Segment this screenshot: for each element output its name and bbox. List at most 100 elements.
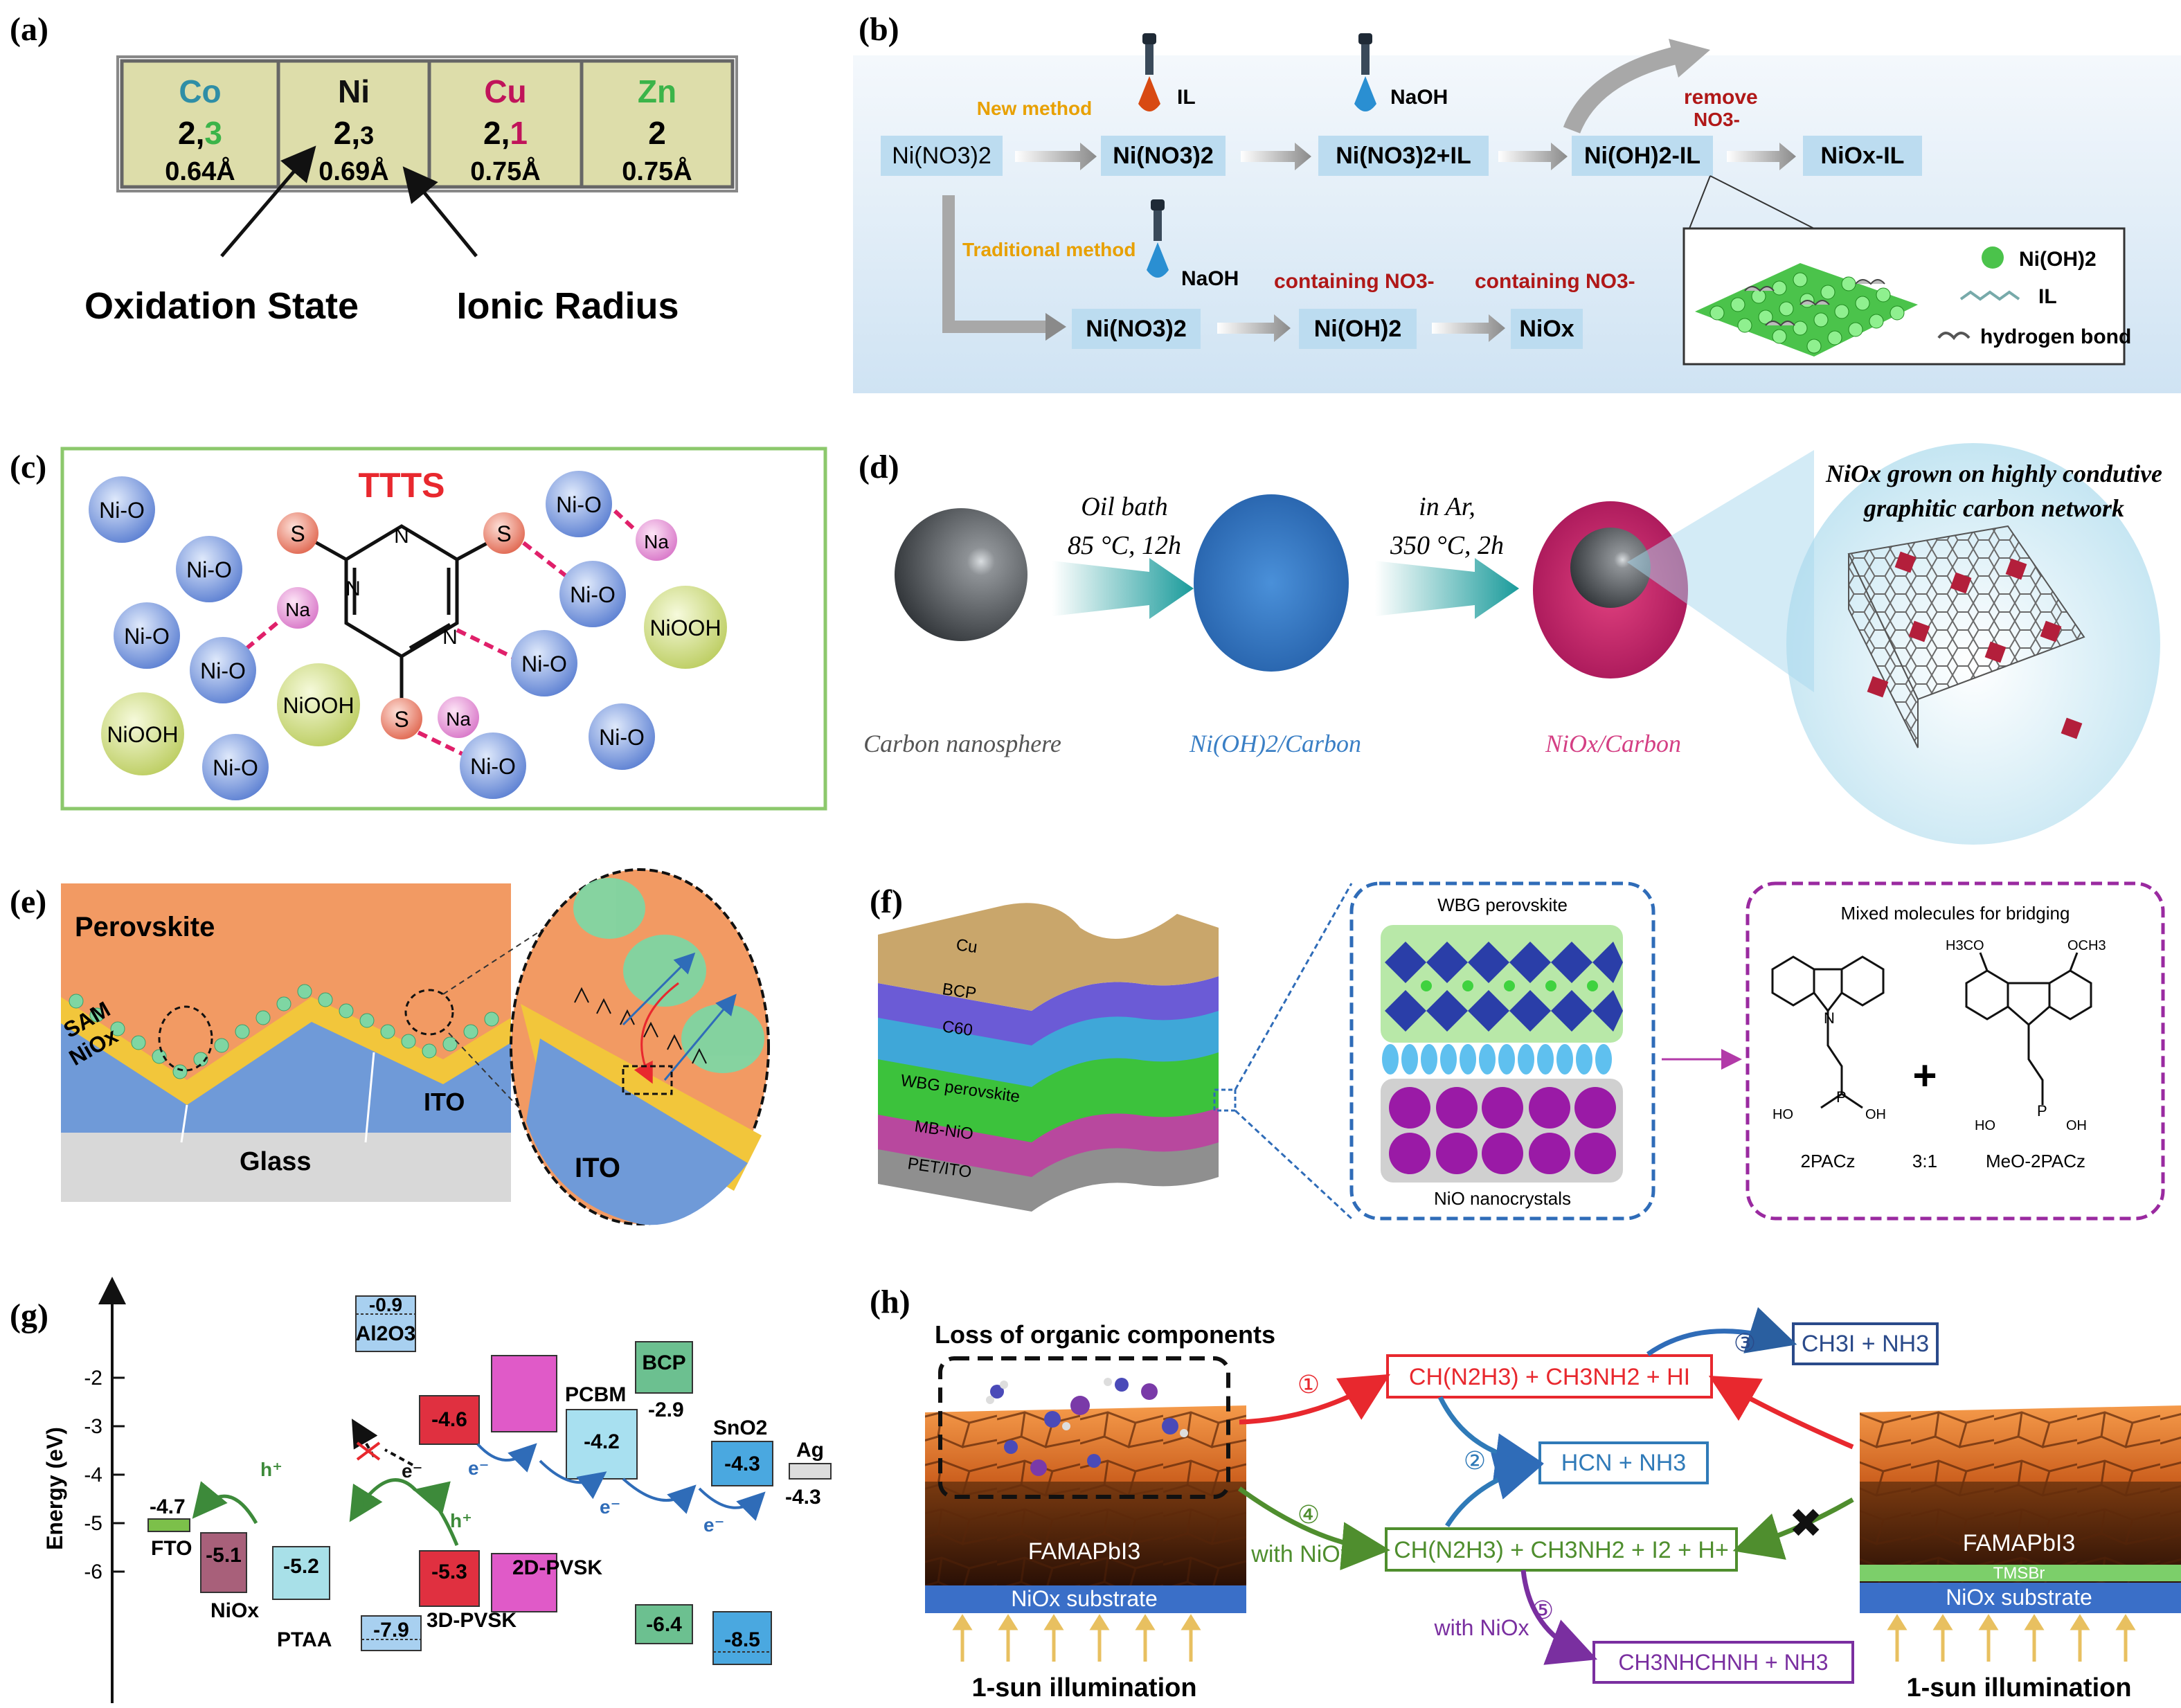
sno2-value: -4.3 — [724, 1453, 760, 1475]
dropper-icon — [1138, 33, 1160, 111]
arrow-3 — [1646, 1306, 1797, 1356]
nio-label: Ni-O — [200, 658, 246, 683]
sulfur-atom — [277, 512, 318, 554]
carbon-nanosphere — [895, 508, 1027, 641]
nio-label: Ni-O — [124, 624, 170, 649]
periodic-cells: Co Ni Cu Zn 2,3 2,3 2,1 2 0.64Å 0.69Å 0.… — [116, 55, 738, 192]
arrow — [1052, 558, 1194, 619]
nio-sphere — [190, 637, 256, 703]
cell-states: 2, — [178, 115, 204, 151]
dropper-icon — [1354, 33, 1376, 111]
pcbm-box — [566, 1409, 638, 1480]
mol-2pacz: 2PACz — [1801, 1151, 1856, 1171]
cell-states-alt: 1 — [510, 115, 528, 151]
oh-label: OH — [2066, 1118, 2087, 1133]
svg-text:2,3: 2,3 — [178, 115, 222, 151]
top-box-1 — [1101, 136, 1226, 176]
3d-pvsk-box — [419, 1395, 480, 1445]
cell-zn — [580, 59, 735, 189]
arrow — [1015, 143, 1097, 170]
sno2-homo-box — [712, 1611, 772, 1665]
with-niox-1: with NiOx — [1250, 1541, 1352, 1567]
zoom-ito-label: ITO — [575, 1153, 620, 1183]
nio-sphere — [589, 703, 655, 770]
nio-label: Ni-O — [470, 754, 516, 779]
fto-box — [147, 1518, 190, 1532]
tick-label: -6 — [84, 1561, 102, 1583]
y-axis-label: Energy (eV) — [42, 1427, 67, 1550]
zoom-ito — [526, 1039, 748, 1225]
reaction-1: CH(N2H3) + CH3NH2 + HI — [1409, 1364, 1690, 1390]
s-label: S — [290, 521, 305, 546]
device-stack — [878, 903, 1219, 1212]
top-label-3: Ni(OH)2-IL — [1584, 143, 1700, 169]
arrow — [1727, 143, 1796, 170]
bcp-homo-box — [635, 1604, 693, 1644]
tmsbr-layer — [1860, 1565, 2181, 1581]
nio-nc-label: NiO nanocrystals — [1434, 1188, 1571, 1209]
arrow-right-1 — [1708, 1376, 1854, 1450]
panel-d-label: (d) — [859, 449, 899, 485]
start-label: Ni(NO3)2 — [892, 143, 991, 169]
nioh-carbon-sphere — [1194, 494, 1349, 672]
niooh-sphere — [277, 663, 360, 746]
ho-label: HO — [1975, 1118, 1995, 1133]
ag-name: Ag — [796, 1439, 824, 1462]
panel-a-label: (a) — [10, 11, 48, 48]
ionic-radius-label: Ionic Radius — [456, 285, 679, 327]
bottom-label-1: Ni(NO3)2 — [1086, 316, 1186, 342]
dropper-icon — [1147, 199, 1169, 278]
oil-bath-cond: 85 °C, 12h — [1068, 531, 1181, 560]
cell-states-alt: 3 — [204, 115, 222, 151]
panel-h: (h) Loss of organic components FAMAPbI3 … — [870, 1284, 2181, 1702]
substrate-label: NiOx substrate — [1011, 1586, 1158, 1611]
arrow-1 — [1239, 1374, 1390, 1425]
containing-label-1: containing NO3- — [1274, 270, 1435, 293]
legend-hbond: hydrogen bond — [1980, 325, 2131, 348]
tick-label: -5 — [84, 1512, 102, 1535]
niooh-label: NiOOH — [649, 615, 721, 640]
tick-label: -4 — [84, 1464, 102, 1486]
containing-label-2: containing NO3- — [1475, 270, 1635, 293]
wbg-label: WBG perovskite — [1437, 895, 1568, 915]
bcp-homo: -6.4 — [646, 1613, 682, 1636]
ring-n: N — [345, 577, 361, 600]
3d-lumo-value: -4.6 — [431, 1408, 467, 1431]
ar-label: in Ar, — [1419, 492, 1475, 521]
cell-radius: 0.75Å — [622, 156, 692, 186]
il-label: IL — [1177, 86, 1196, 109]
niooh-sphere — [644, 586, 727, 669]
mixed-label: Mixed molecules for bridging — [1841, 903, 2070, 924]
eminus-label: e⁻ — [703, 1514, 724, 1536]
cell-states-alt: 3 — [360, 121, 374, 150]
nio-label: Ni-O — [556, 492, 602, 517]
panel-c-label: (c) — [10, 449, 46, 485]
il-legend-icon — [1959, 290, 2020, 301]
n-label: N — [1824, 1009, 1835, 1027]
nio-sphere — [559, 561, 626, 627]
arrow-5 — [1520, 1570, 1598, 1665]
step-1: ① — [1298, 1370, 1320, 1399]
nio-sphere — [511, 630, 577, 696]
layer-c60: C60 — [941, 1017, 973, 1040]
panel-d: (d) Oil bath 85 °C, 12h in Ar, 350 °C, 2… — [859, 443, 2162, 845]
sodium-atom — [277, 587, 318, 629]
bcp-name: BCP — [642, 1351, 685, 1374]
nio-sphere — [460, 732, 526, 799]
traditional-arrowhead — [1045, 313, 1066, 341]
arrow — [1241, 143, 1311, 170]
sno2-box — [711, 1441, 773, 1486]
niox-carbon-label: NiOx/Carbon — [1545, 730, 1681, 757]
molecule-meo2pacz — [1965, 952, 2092, 1105]
top-box-3 — [1572, 136, 1713, 176]
arrow-4 — [1237, 1486, 1390, 1571]
reaction-box-3 — [1792, 1322, 1939, 1365]
glass-layer — [61, 1133, 511, 1202]
perovskite-lattice — [1381, 925, 1623, 1043]
traditional-label: Traditional method — [962, 239, 1136, 260]
blocked-cross-icon — [356, 1441, 381, 1461]
ag-value: -4.3 — [785, 1486, 821, 1509]
top-box-2 — [1318, 136, 1489, 176]
bottom-label-2: Ni(OH)2 — [1314, 316, 1402, 342]
fto-value: -4.7 — [150, 1495, 186, 1518]
